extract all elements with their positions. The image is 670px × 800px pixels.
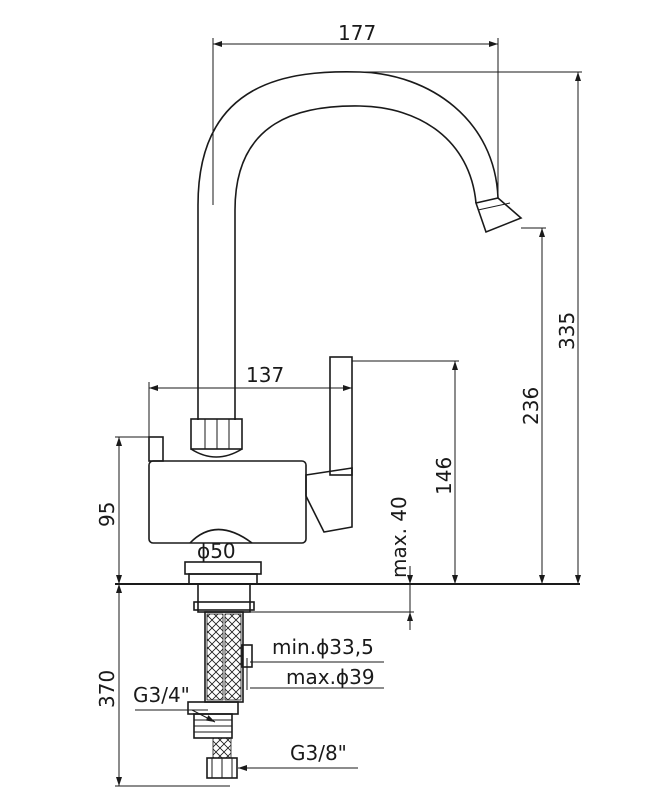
dim-deck-thickness: max. 40	[250, 496, 414, 630]
dim-label-137: 137	[246, 363, 284, 387]
dim-hose-length: 370	[95, 584, 230, 787]
dim-label-base-diameter: ϕ50	[197, 539, 236, 563]
dim-lever-height: 146	[352, 360, 459, 584]
dim-label-370: 370	[95, 670, 119, 708]
dim-label-177: 177	[338, 21, 376, 45]
dim-label-min-hole: min.ϕ33,5	[272, 635, 374, 659]
dim-label-95: 95	[95, 502, 119, 527]
dim-body-width: 137	[148, 357, 353, 461]
dim-label-max-40: max. 40	[387, 496, 411, 578]
lever-handle	[305, 356, 353, 533]
dim-spout-reach: 177	[212, 21, 499, 205]
fixing-assembly	[187, 583, 255, 779]
dim-body-height: 95	[95, 436, 163, 584]
label-hose-thread: G3/8"	[238, 741, 358, 771]
spout-collar	[190, 418, 243, 458]
dim-base-diameter: ϕ50	[197, 539, 236, 563]
thread-label-g38: G3/8"	[290, 741, 347, 765]
dim-label-146: 146	[432, 457, 456, 495]
dim-label-236: 236	[519, 387, 543, 425]
side-knob	[148, 436, 164, 462]
dim-hole-diameter: min.ϕ33,5 max.ϕ39	[246, 635, 384, 690]
dim-total-height: 335	[360, 71, 582, 584]
base-flange	[184, 561, 262, 585]
dim-spout-height: 236	[519, 227, 546, 584]
dim-label-335: 335	[555, 312, 579, 350]
label-inlet-thread: G3/4"	[133, 683, 216, 723]
thread-label-g34: G3/4"	[133, 683, 190, 707]
dim-label-max-hole: max.ϕ39	[286, 665, 375, 689]
spout	[197, 70, 523, 420]
mixer-body	[148, 460, 307, 544]
